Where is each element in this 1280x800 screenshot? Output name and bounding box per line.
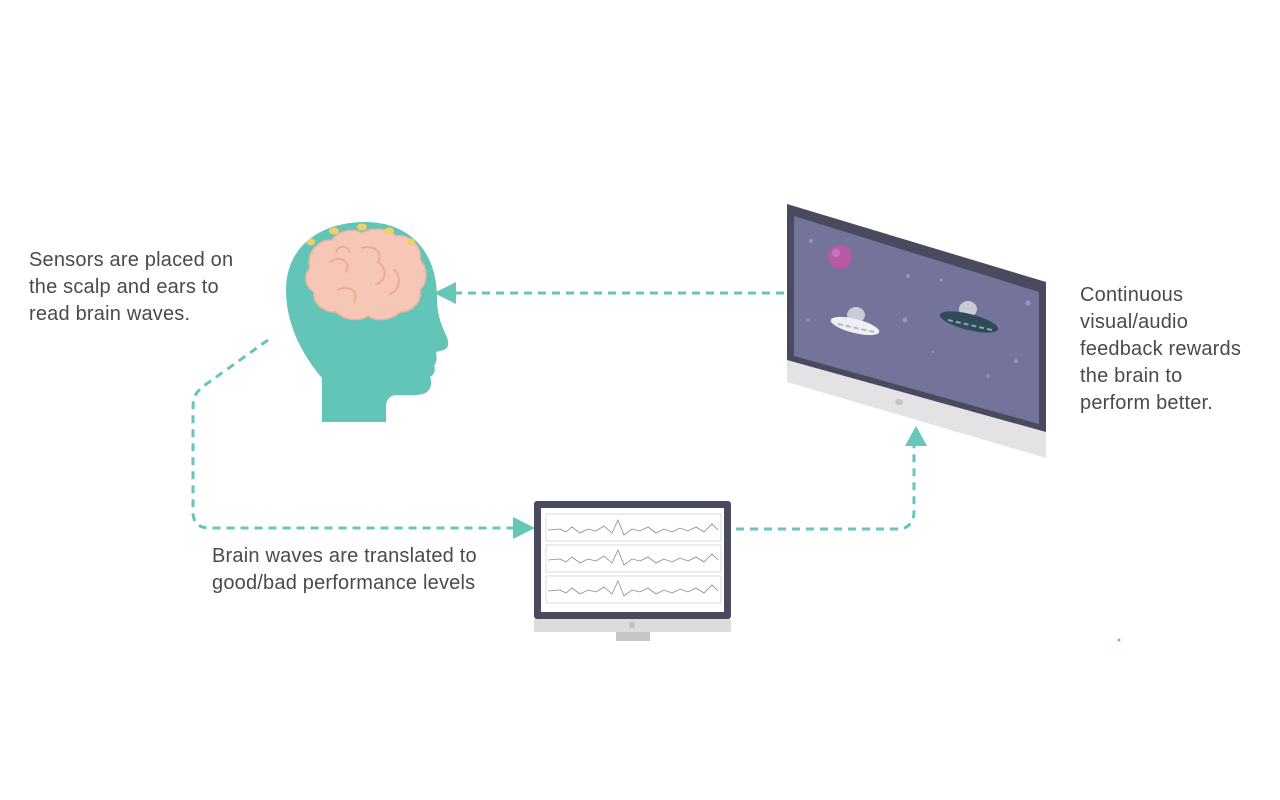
flow-arrows: [191, 291, 916, 531]
caption-line: feedback rewards: [1080, 338, 1242, 360]
arrowhead-left-icon: [434, 282, 456, 304]
caption-sensors: Sensors are placed on the scalp and ears…: [29, 247, 233, 328]
caption-line: read brain waves.: [29, 303, 191, 325]
brain-icon: [305, 228, 427, 321]
caption-line: Brain waves are translated to: [212, 545, 477, 567]
arrow-computer-to-monitor: [736, 446, 916, 531]
eeg-waveform: [545, 513, 722, 604]
caption-line: Sensors are placed on: [29, 249, 234, 271]
caption-line: visual/audio: [1080, 311, 1189, 333]
sensor-icon: [357, 223, 367, 231]
arrowheads: [434, 282, 927, 539]
sensor-icon: [384, 227, 394, 235]
feedback-monitor-icon: [787, 204, 1046, 458]
caption-line: the brain to: [1080, 365, 1183, 387]
sensor-icons: [307, 223, 415, 246]
arrowhead-right-icon: [513, 517, 535, 539]
stars: [806, 239, 1031, 378]
eeg-computer-icon: [534, 501, 731, 641]
sensor-icon: [329, 227, 339, 235]
caption-line: the scalp and ears to: [29, 276, 219, 298]
spaceship-icon: [830, 307, 880, 336]
arrow-head-to-computer: [191, 338, 516, 530]
caption-line: perform better.: [1080, 392, 1214, 414]
planet-icon: [828, 245, 852, 269]
sensor-icon: [307, 238, 315, 246]
caption-translate: Brain waves are translated to good/bad p…: [212, 543, 477, 597]
sensor-icon: [407, 238, 415, 246]
caption-feedback: Continuous visual/audio feedback rewards…: [1080, 282, 1241, 417]
caption-line: good/bad performance levels: [212, 572, 476, 594]
arrowhead-up-icon: [905, 426, 927, 446]
small-dot: [1117, 638, 1121, 642]
caption-line: Continuous: [1080, 284, 1184, 306]
spaceship-icon: [939, 301, 999, 333]
